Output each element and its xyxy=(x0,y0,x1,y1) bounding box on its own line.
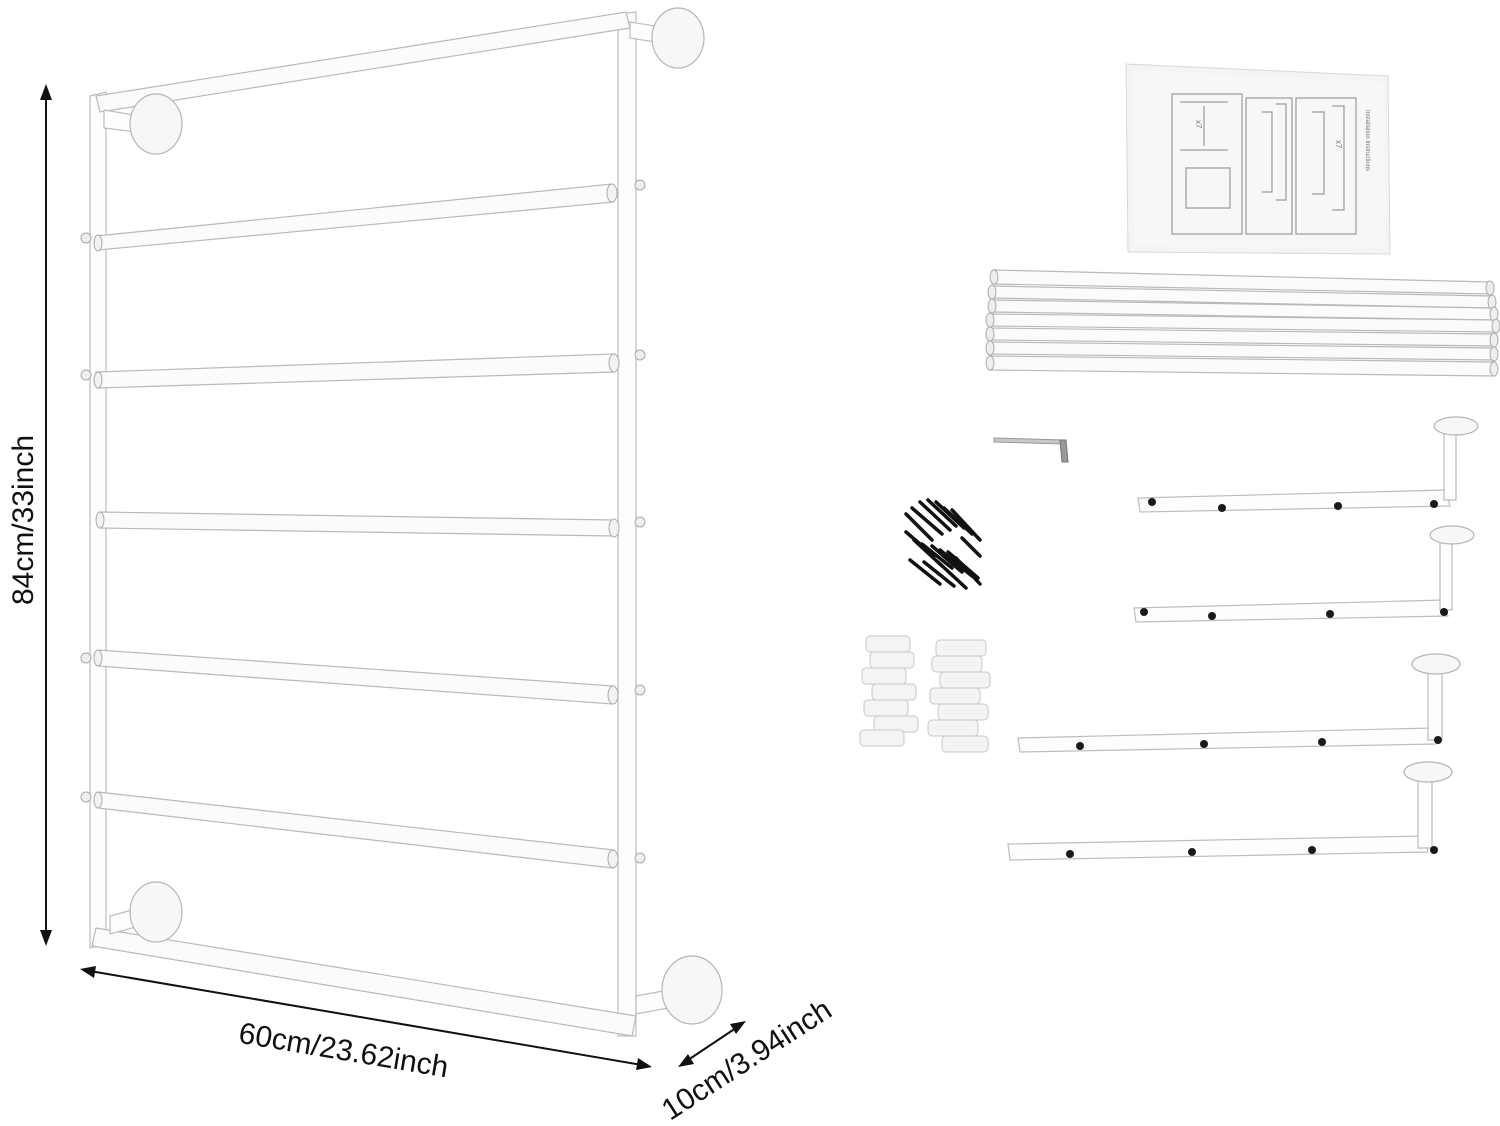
flange-bottom-left xyxy=(129,881,183,943)
wall-anchors xyxy=(859,635,991,753)
instruction-label-1: x7 xyxy=(1194,120,1203,129)
hex-key xyxy=(993,437,1069,463)
screws xyxy=(904,498,982,590)
rung-2 xyxy=(95,353,615,389)
flange-bottom-right xyxy=(661,955,723,1025)
instruction-sheet: Installation Instructions x7 x7 xyxy=(1125,63,1391,255)
height-dimension: 84cm/33inch xyxy=(7,84,52,946)
right-side-pipe xyxy=(617,11,637,1037)
bracket-4 xyxy=(1007,761,1453,861)
top-rail xyxy=(95,11,631,113)
flange-top-right xyxy=(651,7,705,69)
bracket-2 xyxy=(1133,525,1475,623)
wall-flanges xyxy=(103,7,723,1025)
end-caps xyxy=(93,183,620,869)
rod-bundle xyxy=(985,269,1500,377)
rung-1 xyxy=(95,183,615,251)
rungs xyxy=(95,183,615,869)
bracket-3 xyxy=(1017,653,1461,753)
rung-5 xyxy=(97,791,615,869)
bracket-1 xyxy=(1137,416,1479,513)
brackets xyxy=(1007,416,1479,861)
instruction-label-2: x7 xyxy=(1334,140,1343,149)
side-bolts xyxy=(80,179,646,864)
flange-top-left xyxy=(129,93,183,155)
bottom-rail xyxy=(91,927,637,1037)
height-label: 84cm/33inch xyxy=(7,435,40,605)
rung-4 xyxy=(97,649,615,705)
rung-3 xyxy=(99,511,615,537)
assembled-towel-rack xyxy=(80,7,723,1037)
instruction-title: Installation Instructions xyxy=(1364,110,1370,171)
